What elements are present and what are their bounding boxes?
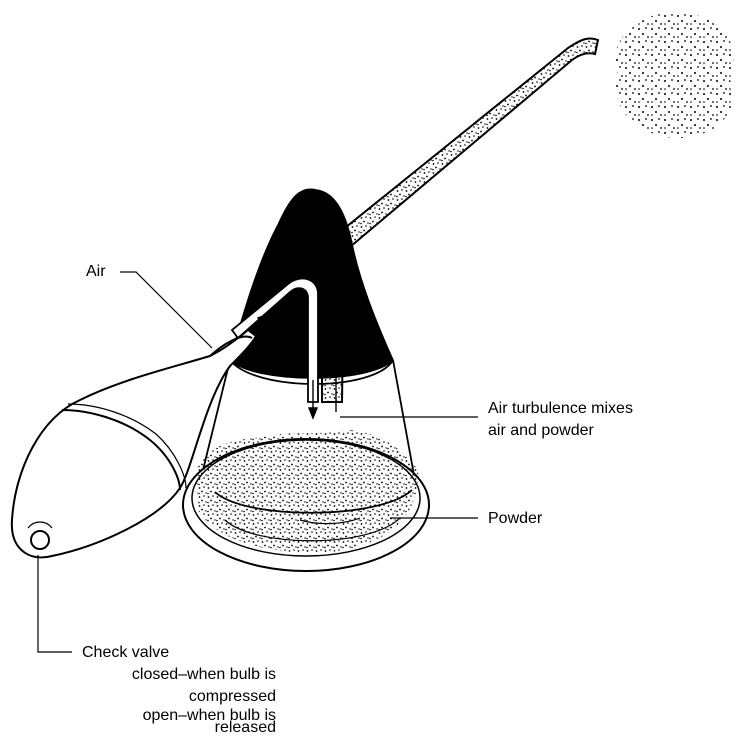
air-label: Air xyxy=(86,262,106,281)
check-valve-label: Check valve xyxy=(82,643,169,662)
powder-spray-cloud xyxy=(615,12,733,138)
powder-label: Powder xyxy=(488,509,542,528)
closed-label-line1: closed–when bulb is xyxy=(82,665,276,684)
turbulence-label-line1: Air turbulence mixes xyxy=(488,399,633,418)
turbulence-label-line2: air and powder xyxy=(488,421,594,440)
released-label: released xyxy=(66,718,276,737)
powder-fill xyxy=(196,430,418,553)
closed-label-line2: compressed xyxy=(82,687,276,706)
